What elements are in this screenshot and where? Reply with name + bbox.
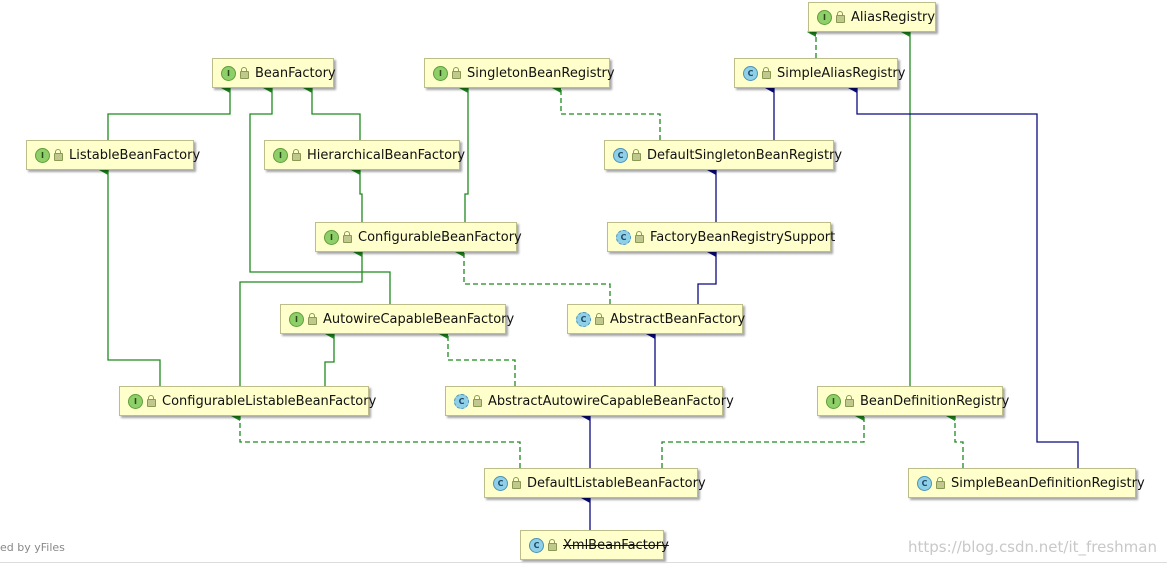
node-label: ConfigurableListableBeanFactory — [162, 393, 377, 409]
node-label: HierarchicalBeanFactory — [307, 147, 466, 163]
node-default-listable-bean-factory[interactable]: C DefaultListableBeanFactory — [484, 468, 706, 498]
lock-icon — [452, 67, 461, 79]
node-label: AbstractAutowireCapableBeanFactory — [488, 393, 734, 409]
lock-icon — [308, 313, 317, 325]
edge-listable-beanfactory — [107, 83, 231, 140]
node-default-singleton-bean-registry[interactable]: C DefaultSingletonBeanRegistry — [604, 140, 842, 170]
class-icon: C — [529, 537, 544, 553]
edge-configurable-hierarchical — [351, 165, 363, 222]
node-label: BeanFactory — [255, 65, 336, 81]
lock-icon — [512, 477, 521, 489]
edge-simplebeandef-beandefreg — [946, 411, 964, 468]
edge-conflistable-listable — [99, 165, 161, 386]
node-factory-bean-registry-support[interactable]: C FactoryBeanRegistrySupport — [607, 222, 835, 252]
edge-conflistable-autowire — [324, 329, 335, 386]
edge-hierarchical-beanfactory — [303, 83, 361, 140]
class-icon: C — [743, 65, 758, 81]
node-label: AliasRegistry — [851, 9, 936, 25]
watermark-url: https://blog.csdn.net/it_freshman — [908, 538, 1157, 556]
class-icon: C — [613, 147, 628, 163]
node-label: XmlBeanFactory — [563, 537, 669, 553]
lock-icon — [762, 67, 771, 79]
edge-abstractautowire-autowire — [439, 329, 516, 386]
interface-icon: I — [433, 65, 448, 81]
node-abstract-bean-factory[interactable]: C AbstractBeanFactory — [567, 304, 746, 334]
node-bean-definition-registry[interactable]: I BeanDefinitionRegistry — [817, 386, 1009, 416]
edge-simplebeandef-simplealias — [848, 83, 1079, 468]
lock-icon — [343, 231, 352, 243]
node-alias-registry[interactable]: I AliasRegistry — [808, 2, 936, 32]
node-label: SimpleBeanDefinitionRegistry — [951, 475, 1145, 491]
lock-icon — [632, 149, 641, 161]
node-label: ListableBeanFactory — [69, 147, 201, 163]
interface-icon: I — [826, 393, 841, 409]
interface-icon: I — [35, 147, 50, 163]
lock-icon — [147, 395, 156, 407]
abstract-class-icon: C — [454, 393, 469, 409]
node-label: ConfigurableBeanFactory — [358, 229, 522, 245]
node-singleton-bean-registry[interactable]: I SingletonBeanRegistry — [424, 58, 615, 88]
node-abstract-autowire-capable-bean-factory[interactable]: C AbstractAutowireCapableBeanFactory — [445, 386, 734, 416]
node-configurable-listable-bean-factory[interactable]: I ConfigurableListableBeanFactory — [119, 386, 376, 416]
edge-deflistable-beandefreg — [661, 411, 865, 468]
edge-defsingleton-singletonreg — [552, 83, 661, 140]
lock-icon — [836, 11, 845, 23]
interface-icon: I — [273, 147, 288, 163]
lock-icon — [240, 67, 249, 79]
lock-icon — [595, 313, 604, 325]
node-bean-factory[interactable]: I BeanFactory — [212, 58, 336, 88]
interface-icon: I — [817, 9, 832, 25]
node-label: AbstractBeanFactory — [610, 311, 746, 327]
abstract-class-icon: C — [576, 311, 591, 327]
abstract-class-icon: C — [616, 229, 631, 245]
node-label: AutowireCapableBeanFactory — [323, 311, 515, 327]
edge-deflistable-conflistable — [231, 411, 521, 468]
class-icon: C — [917, 475, 932, 491]
node-simple-bean-definition-registry[interactable]: C SimpleBeanDefinitionRegistry — [908, 468, 1145, 498]
node-listable-bean-factory[interactable]: I ListableBeanFactory — [26, 140, 200, 170]
bottom-divider — [0, 562, 1167, 563]
edge-conflistable-configurable — [239, 247, 363, 386]
lock-icon — [635, 231, 644, 243]
lock-icon — [548, 539, 557, 551]
node-simple-alias-registry[interactable]: C SimpleAliasRegistry — [734, 58, 905, 88]
interface-icon: I — [289, 311, 304, 327]
lock-icon — [292, 149, 301, 161]
node-label: DefaultSingletonBeanRegistry — [647, 147, 843, 163]
yfiles-credit: ed by yFiles — [0, 541, 65, 554]
lock-icon — [845, 395, 854, 407]
edge-abstractbf-factorysupport — [697, 247, 717, 304]
edge-abstractbf-configurable — [455, 247, 611, 304]
edge-configurable-singleton — [459, 83, 469, 222]
interface-icon: I — [128, 393, 143, 409]
node-configurable-bean-factory[interactable]: I ConfigurableBeanFactory — [315, 222, 522, 252]
edge-autowire-beanfactory — [249, 83, 391, 304]
node-label: BeanDefinitionRegistry — [860, 393, 1010, 409]
node-label: SingletonBeanRegistry — [467, 65, 615, 81]
lock-icon — [473, 395, 482, 407]
node-label: FactoryBeanRegistrySupport — [650, 229, 836, 245]
interface-icon: I — [221, 65, 236, 81]
node-hierarchical-bean-factory[interactable]: I HierarchicalBeanFactory — [264, 140, 465, 170]
node-autowire-capable-bean-factory[interactable]: I AutowireCapableBeanFactory — [280, 304, 514, 334]
node-label: SimpleAliasRegistry — [777, 65, 906, 81]
class-icon: C — [493, 475, 508, 491]
lock-icon — [54, 149, 63, 161]
node-xml-bean-factory[interactable]: C XmlBeanFactory — [520, 530, 669, 560]
lock-icon — [936, 477, 945, 489]
interface-icon: I — [324, 229, 339, 245]
node-label: DefaultListableBeanFactory — [527, 475, 706, 491]
